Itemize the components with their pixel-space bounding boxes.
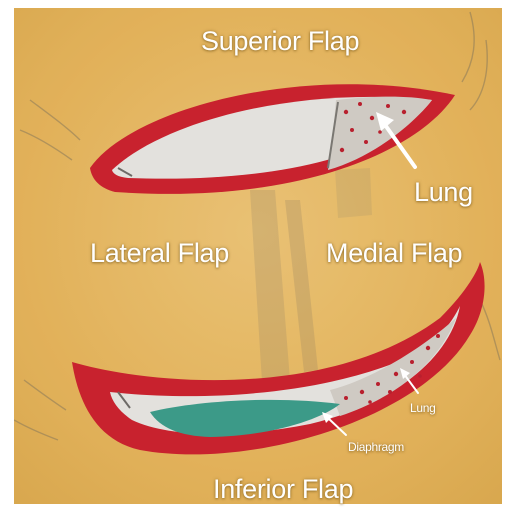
superior-flap-label: Superior Flap: [201, 26, 359, 57]
diaphragm-label: Diaphragm: [348, 440, 404, 454]
lower-lung-label: Lung: [410, 401, 436, 415]
lateral-flap-label: Lateral Flap: [90, 238, 229, 269]
medial-flap-label: Medial Flap: [326, 238, 462, 269]
upper-lung-label: Lung: [414, 177, 473, 208]
inferior-flap-label: Inferior Flap: [213, 474, 353, 505]
